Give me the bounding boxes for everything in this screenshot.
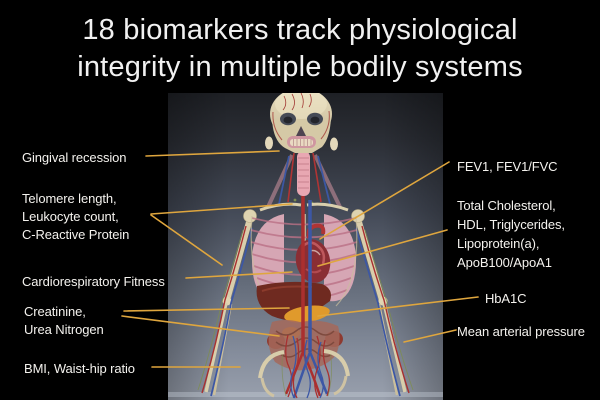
label-lipids-line2: HDL, Triglycerides, [457,217,565,232]
label-telomere-line1: Telomere length, [22,191,117,206]
vessels-graphic [281,196,332,399]
right-arm-graphic [355,219,414,397]
label-lipids-line3: Lipoprotein(a), [457,236,540,251]
label-telomere-line2: Leukocyte count, [22,209,119,224]
label-lipids: Total Cholesterol, HDL, Triglycerides, L… [457,196,565,272]
label-telomere-line3: C-Reactive Protein [22,227,130,242]
label-bmi-waist-hip: BMI, Waist-hip ratio [24,361,135,376]
label-fev: FEV1, FEV1/FVC [457,159,558,174]
label-lipids-line1: Total Cholesterol, [457,198,556,213]
title-line-2: integrity in multiple bodily systems [77,51,523,83]
title-line-1: 18 biomarkers track physiological [82,14,518,46]
label-cardiorespiratory-fitness: Cardiorespiratory Fitness [22,274,165,289]
label-creatinine-urea: Creatinine, Urea Nitrogen [24,303,104,339]
label-mean-arterial-pressure: Mean arterial pressure [457,324,585,339]
left-arm-graphic [197,219,253,397]
label-gingival-recession: Gingival recession [22,150,127,165]
label-lipids-line4: ApoB100/ApoA1 [457,255,552,270]
slide-title: 18 biomarkers track physiological integr… [0,12,600,86]
label-hba1c: HbA1C [485,291,527,306]
label-creatinine-line2: Urea Nitrogen [24,322,104,337]
skull-graphic [265,93,338,153]
pelvis-graphic [258,349,350,398]
label-creatinine-line1: Creatinine, [24,304,86,319]
label-telomere-leukocyte-crp: Telomere length, Leukocyte count, C-Reac… [22,190,129,244]
